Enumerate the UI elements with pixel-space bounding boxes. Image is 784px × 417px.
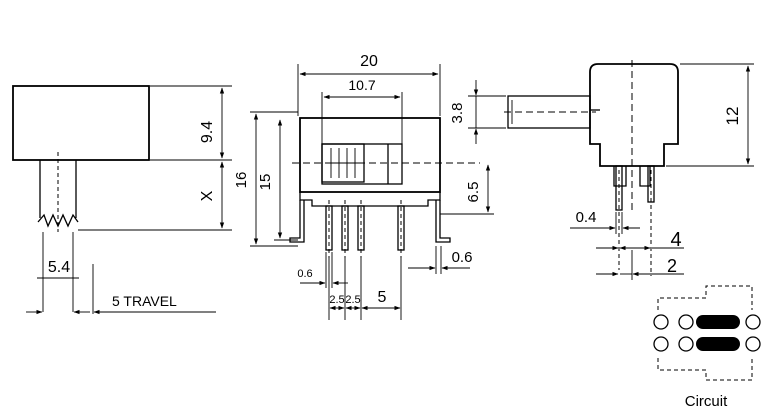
side-view: 9.4 X 5.4 5 TRAVEL: [12, 85, 232, 315]
actuator-slot: [321, 143, 403, 185]
dim-side-height-lower: X: [199, 190, 216, 201]
dim-front-width-overall: 20: [360, 53, 378, 70]
dim-front-pin-width-left: 0.6: [297, 268, 312, 280]
dim-end-pin-span-2: 2: [667, 256, 677, 276]
dim-pin-spacing-5: 5: [378, 289, 387, 306]
dim-front-height-6-5: 6.5: [465, 182, 482, 203]
front-view: 20 10.7 16 15 6.5 0.6 0.6: [233, 53, 494, 320]
dim-pin-pitch-b: 2.5: [345, 294, 360, 306]
dim-travel: 5 TRAVEL: [112, 293, 177, 309]
dim-end-height: 12: [723, 107, 742, 126]
dim-end-pin-width: 0.4: [576, 209, 597, 226]
dim-end-pin-span-4: 4: [670, 229, 681, 251]
break-line: [37, 213, 79, 228]
front-view-pins: [325, 200, 405, 258]
dim-pin-pitch-a: 2.5: [329, 294, 344, 306]
terminal-circle: [653, 314, 669, 330]
dim-side-height-upper: 9.4: [199, 121, 216, 143]
terminal-circle: [653, 336, 669, 352]
terminal-circle: [678, 314, 694, 330]
dim-front-height-15: 15: [257, 174, 274, 191]
front-view-housing: [299, 117, 441, 193]
side-view-body: [12, 85, 150, 161]
end-view-body: [589, 63, 679, 167]
contact-bar-lower: [696, 337, 740, 351]
terminal-circle: [745, 314, 761, 330]
dim-front-width-slot: 10.7: [348, 77, 375, 93]
dim-actuator-height: 3.8: [449, 103, 466, 124]
dim-front-pin-width-right: 0.6: [452, 249, 473, 266]
dim-side-width: 5.4: [48, 259, 70, 276]
terminal-circle: [745, 336, 761, 352]
circuit-diagram: Circuit: [653, 285, 761, 410]
end-view: 3.8 12 0.4 4 2: [449, 60, 754, 280]
terminal-circle: [678, 336, 694, 352]
dim-front-height-16: 16: [233, 172, 250, 189]
contact-bar-upper: [696, 315, 740, 329]
circuit-label: Circuit: [685, 393, 728, 410]
